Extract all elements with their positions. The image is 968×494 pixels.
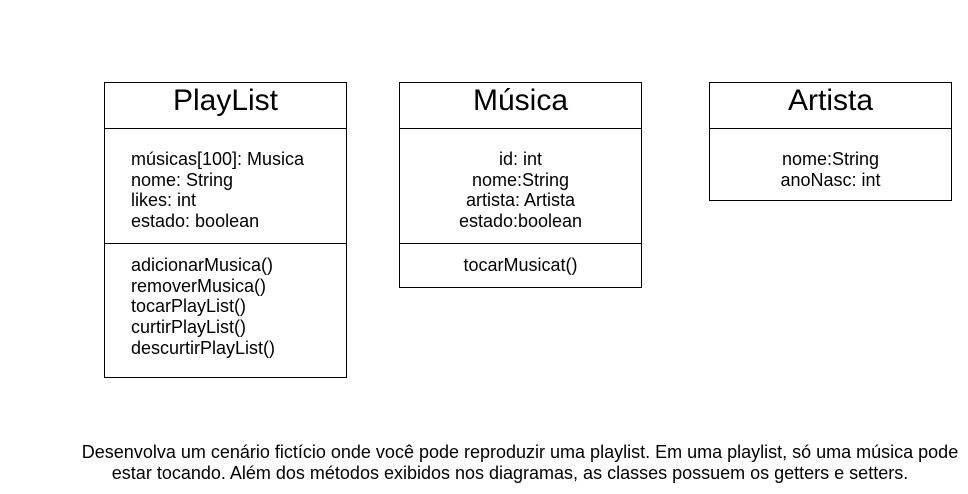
attribute-nome: nome:String [781,149,880,169]
attribute-likes: likes: int [131,190,197,211]
class-name-playlist: PlayList [105,83,346,129]
attribute-nome: nome: String [131,169,234,190]
method-adicionar-musica: adicionarMusica() [131,255,274,275]
attribute-id: id: int [498,149,543,169]
attributes-playlist: músicas[100]: Musica nome: String likes:… [105,129,346,243]
attributes-musica: id: int nome:String artista: Artista est… [400,129,641,243]
method-curtir-playlist: curtirPlayList() [131,317,247,338]
method-tocar-playlist: tocarPlayList() [131,296,247,317]
attribute-artista: artista: Artista [465,190,576,211]
description-text: Desenvolva um cenário fictício onde você… [0,442,968,484]
method-remover-musica: removerMusica() [131,275,267,296]
separator-musica [400,243,641,244]
attribute-musicas: músicas[100]: Musica [131,149,305,169]
attribute-estado: estado: boolean [131,211,260,232]
method-tocar-musicat: tocarMusicat() [463,255,578,275]
description-line-2: estar tocando. Além dos métodos exibidos… [111,463,909,483]
method-descurtir-playlist: descurtirPlayList() [131,337,276,358]
class-box-musica: Música id: int nome:String artista: Arti… [399,82,642,288]
methods-musica: tocarMusicat() [400,244,641,276]
class-name-musica: Música [400,83,641,129]
class-name-artista: Artista [710,83,951,129]
attribute-ano-nasc: anoNasc: int [780,169,881,190]
attributes-artista: nome:String anoNasc: int [710,129,951,190]
description-line-1: Desenvolva um cenário fictício onde você… [81,442,959,462]
separator-playlist [105,243,346,244]
class-box-playlist: PlayList músicas[100]: Musica nome: Stri… [104,82,347,378]
class-box-artista: Artista nome:String anoNasc: int [709,82,952,201]
attribute-estado: estado:boolean [458,211,583,232]
attribute-nome: nome:String [471,169,570,190]
methods-playlist: adicionarMusica() removerMusica() tocarP… [105,244,346,359]
